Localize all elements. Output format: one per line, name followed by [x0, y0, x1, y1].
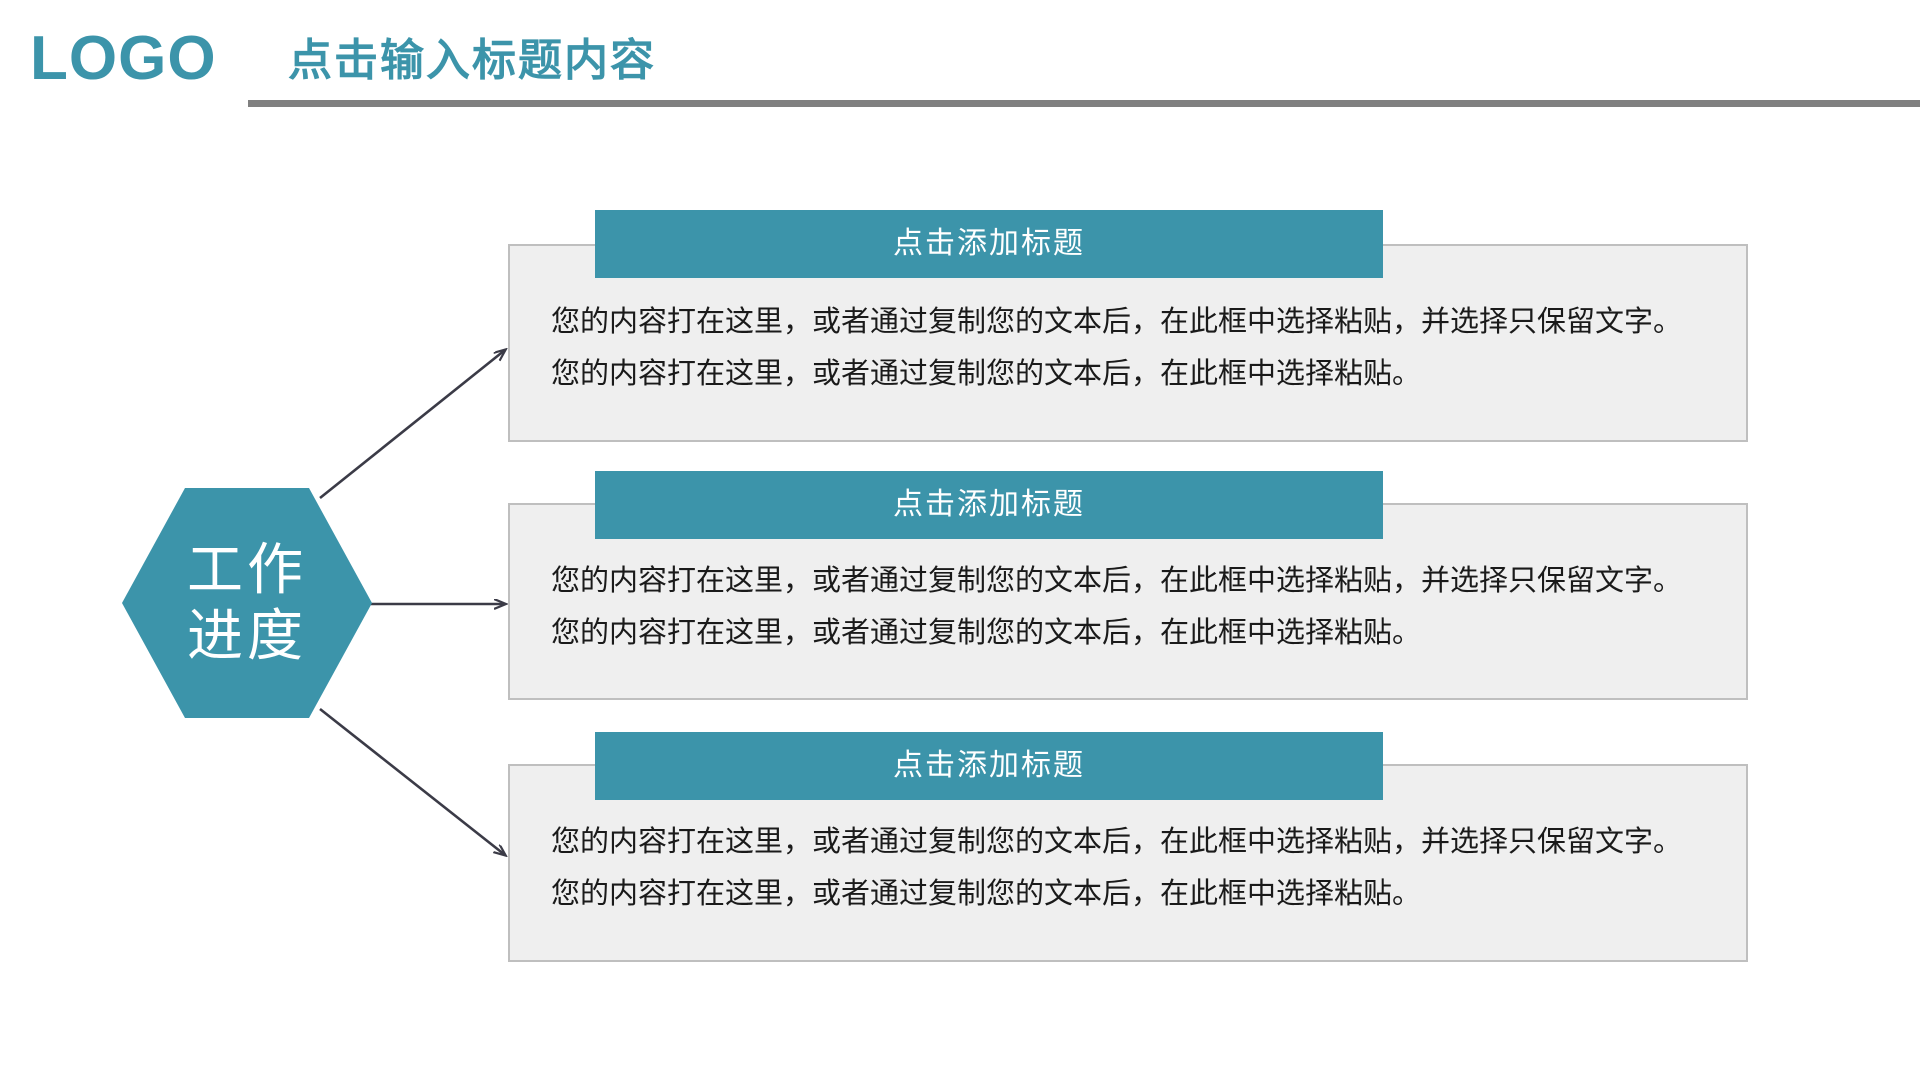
content-card-3[interactable]: 点击添加标题 您的内容打在这里，或者通过复制您的文本后，在此框中选择粘贴，并选择…	[508, 732, 1748, 962]
header-divider	[248, 100, 1920, 107]
card-heading-text-2: 点击添加标题	[893, 488, 1085, 521]
hexagon-shape[interactable]: 工作 进度	[122, 488, 372, 718]
content-card-1[interactable]: 点击添加标题 您的内容打在这里，或者通过复制您的文本后，在此框中选择粘贴，并选择…	[508, 210, 1748, 442]
card-body-text-1: 您的内容打在这里，或者通过复制您的文本后，在此框中选择粘贴，并选择只保留文字。您…	[551, 306, 1683, 390]
card-heading-text-3: 点击添加标题	[893, 749, 1085, 782]
hexagon-label: 工作 进度	[122, 488, 372, 718]
slide-header: LOGO 点击输入标题内容	[0, 0, 1920, 120]
card-heading-bar-2[interactable]: 点击添加标题	[595, 471, 1383, 539]
card-body-text-3: 您的内容打在这里，或者通过复制您的文本后，在此框中选择粘贴，并选择只保留文字。您…	[551, 826, 1683, 910]
card-heading-text-1: 点击添加标题	[893, 227, 1085, 260]
page-title: 点击输入标题内容	[288, 36, 656, 85]
card-body-text-2: 您的内容打在这里，或者通过复制您的文本后，在此框中选择粘贴，并选择只保留文字。您…	[551, 565, 1683, 649]
connector-line-1	[319, 350, 505, 500]
content-card-2[interactable]: 点击添加标题 您的内容打在这里，或者通过复制您的文本后，在此框中选择粘贴，并选择…	[508, 471, 1748, 700]
card-heading-bar-1[interactable]: 点击添加标题	[595, 210, 1383, 278]
hexagon-icon	[122, 488, 372, 718]
hexagon-label-line2: 进度	[187, 604, 307, 667]
hexagon-label-line1: 工作	[187, 538, 307, 601]
logo: LOGO	[30, 24, 217, 93]
card-heading-bar-3[interactable]: 点击添加标题	[595, 732, 1383, 800]
connector-line-3	[319, 707, 505, 855]
